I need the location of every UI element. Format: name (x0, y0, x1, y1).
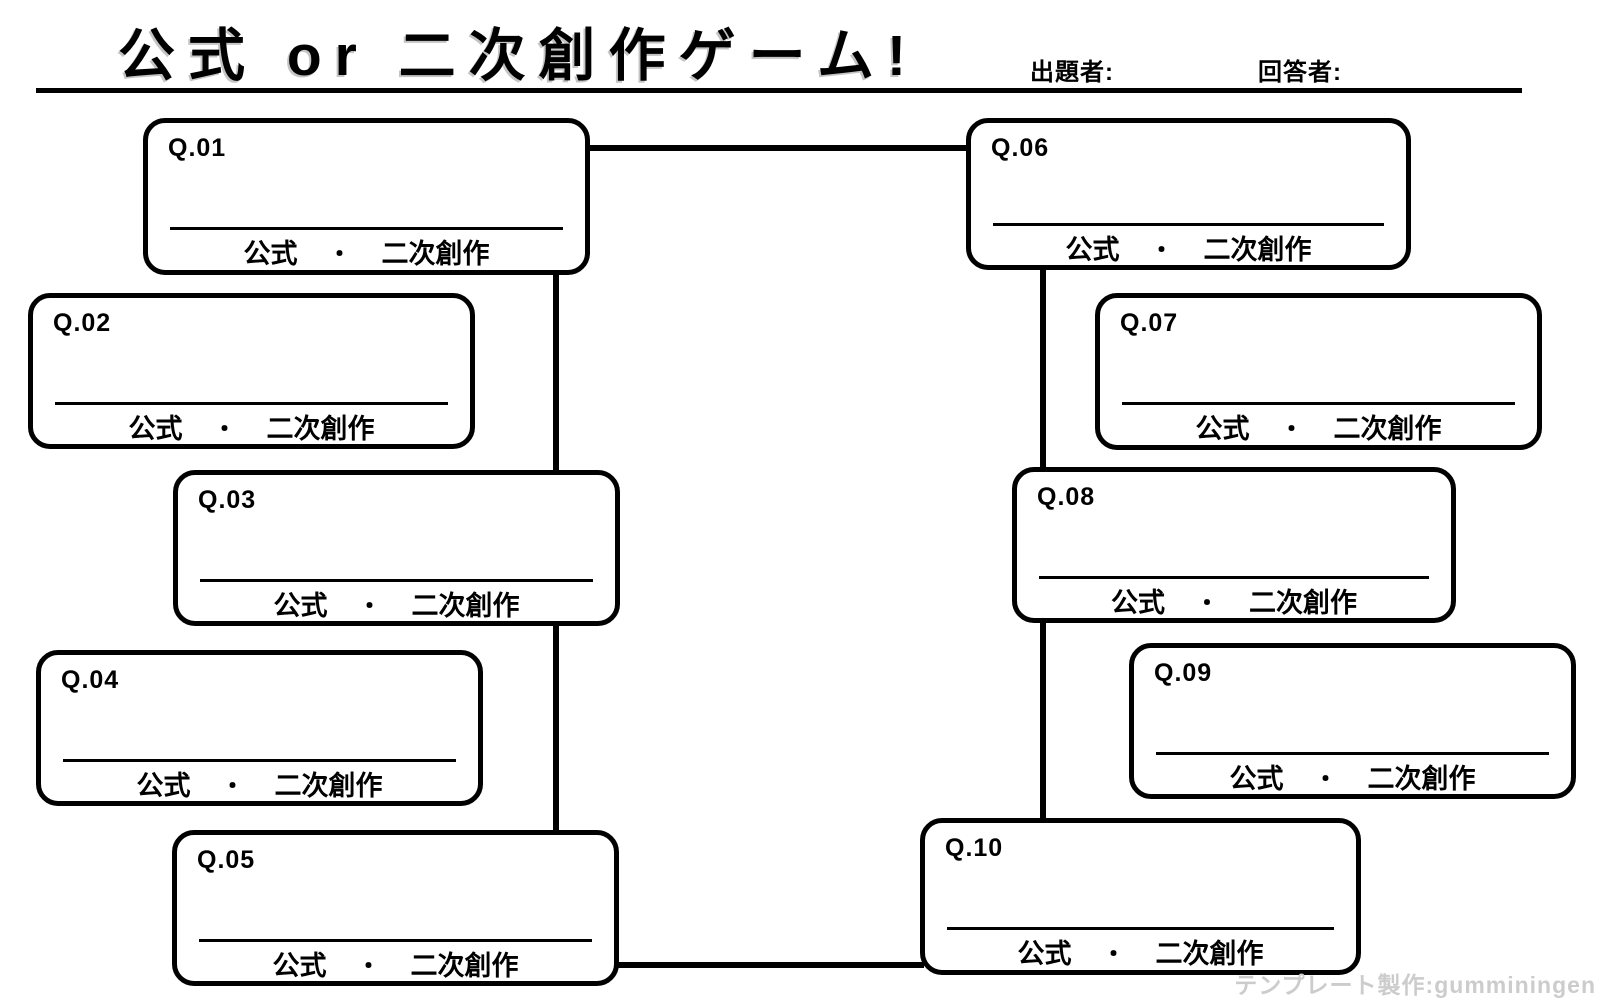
question-box-q03: Q.03 公式 ・ 二次創作 (173, 470, 620, 626)
question-number: Q.07 (1120, 309, 1179, 337)
connector-q08-q10 (1040, 619, 1046, 822)
option-fanmade[interactable]: 二次創作 (1249, 587, 1357, 618)
option-official[interactable]: 公式 (1195, 413, 1250, 444)
option-separator-icon: ・ (220, 772, 245, 800)
question-number: Q.05 (197, 846, 256, 874)
answer-blank[interactable] (1156, 752, 1549, 755)
connector-q05-q10 (615, 962, 924, 968)
answer-blank[interactable] (63, 759, 456, 762)
option-official[interactable]: 公式 (1111, 587, 1165, 618)
question-number: Q.04 (61, 666, 120, 694)
questioner-label: 出題者: (1030, 59, 1114, 86)
page-title: 公式 or 二次創作ゲーム! (118, 24, 919, 88)
question-number: Q.03 (198, 486, 257, 514)
question-box-q01: Q.01 公式 ・ 二次創作 (143, 118, 590, 275)
question-number: Q.01 (168, 134, 227, 162)
connector-q03-q05 (553, 622, 559, 834)
option-official[interactable]: 公式 (1065, 234, 1120, 265)
question-box-q06: Q.06 公式 ・ 二次創作 (966, 118, 1411, 270)
option-official[interactable]: 公式 (273, 590, 328, 621)
option-fanmade[interactable]: 二次創作 (410, 950, 519, 981)
option-fanmade[interactable]: 二次創作 (1367, 763, 1476, 794)
connector-q01-q06 (588, 145, 968, 151)
question-box-q05: Q.05 公式 ・ 二次創作 (172, 830, 619, 986)
option-official[interactable]: 公式 (136, 770, 191, 801)
answer-blank[interactable] (170, 227, 563, 230)
option-separator-icon: ・ (1149, 236, 1174, 264)
question-box-q09: Q.09 公式 ・ 二次創作 (1129, 643, 1576, 799)
question-number: Q.09 (1154, 659, 1213, 687)
answer-blank[interactable] (199, 939, 592, 942)
connector-q01-q03 (553, 270, 559, 474)
option-official[interactable]: 公式 (128, 413, 183, 444)
answer-blank[interactable] (200, 579, 593, 582)
question-box-q10: Q.10 公式 ・ 二次創作 (920, 818, 1361, 975)
option-official[interactable]: 公式 (1017, 938, 1072, 969)
question-number: Q.08 (1037, 483, 1096, 511)
option-fanmade[interactable]: 二次創作 (411, 590, 520, 621)
option-fanmade[interactable]: 二次創作 (1203, 234, 1312, 265)
question-number: Q.10 (945, 834, 1004, 862)
option-official[interactable]: 公式 (243, 238, 298, 269)
question-box-q07: Q.07 公式 ・ 二次創作 (1095, 293, 1542, 450)
option-official[interactable]: 公式 (1229, 763, 1284, 794)
option-fanmade[interactable]: 二次創作 (274, 770, 383, 801)
answer-blank[interactable] (1039, 576, 1429, 579)
answer-blank[interactable] (993, 223, 1384, 226)
option-separator-icon: ・ (212, 415, 237, 443)
connector-q06-q08 (1040, 266, 1046, 471)
option-separator-icon: ・ (1313, 765, 1338, 793)
option-separator-icon: ・ (1195, 589, 1219, 617)
question-number: Q.06 (991, 134, 1050, 162)
answer-blank[interactable] (1122, 402, 1515, 405)
option-separator-icon: ・ (1101, 940, 1126, 968)
option-fanmade[interactable]: 二次創作 (1155, 938, 1264, 969)
option-separator-icon: ・ (1279, 415, 1304, 443)
title-underline (36, 88, 1522, 93)
template-credit: テンプレート製作:gumminingen (1234, 972, 1596, 998)
answerer-label: 回答者: (1258, 59, 1342, 86)
option-official[interactable]: 公式 (272, 950, 327, 981)
option-separator-icon: ・ (357, 592, 382, 620)
option-separator-icon: ・ (327, 240, 352, 268)
question-box-q04: Q.04 公式 ・ 二次創作 (36, 650, 483, 806)
option-fanmade[interactable]: 二次創作 (381, 238, 490, 269)
option-separator-icon: ・ (356, 952, 381, 980)
question-box-q08: Q.08 公式 ・ 二次創作 (1012, 467, 1456, 623)
question-number: Q.02 (53, 309, 112, 337)
answer-blank[interactable] (947, 927, 1334, 930)
question-box-q02: Q.02 公式 ・ 二次創作 (28, 293, 475, 449)
option-fanmade[interactable]: 二次創作 (1333, 413, 1442, 444)
option-fanmade[interactable]: 二次創作 (266, 413, 375, 444)
answer-blank[interactable] (55, 402, 448, 405)
